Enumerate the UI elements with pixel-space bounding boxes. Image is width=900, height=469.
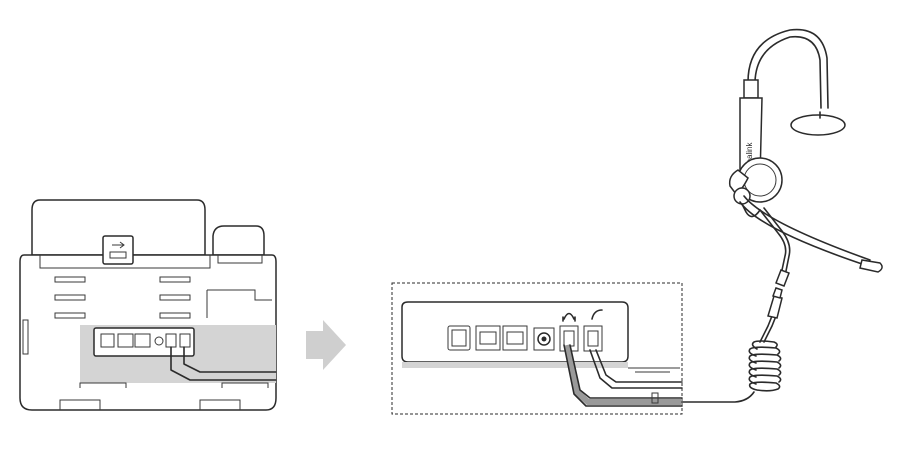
coiled-cord (748, 315, 782, 392)
headset-icon (562, 312, 576, 322)
phone-rear-view (19, 199, 277, 411)
ear-speaker (728, 157, 783, 205)
microphone-boom (739, 195, 883, 273)
vent-slots (54, 276, 191, 319)
power-jack (533, 327, 555, 351)
handset-icon (591, 309, 603, 320)
phone-port-strip (93, 327, 195, 357)
ethernet-ports (475, 325, 528, 351)
direction-arrow (306, 320, 346, 370)
zoomed-port-panel (391, 282, 683, 415)
quick-disconnect-plug (759, 207, 791, 319)
headset: Yealink (728, 28, 883, 392)
headband (743, 28, 846, 136)
rj9-port (447, 325, 471, 351)
usb-port (102, 235, 134, 265)
brand-logo-text: Yealink (745, 141, 754, 168)
handset-port (583, 309, 603, 352)
